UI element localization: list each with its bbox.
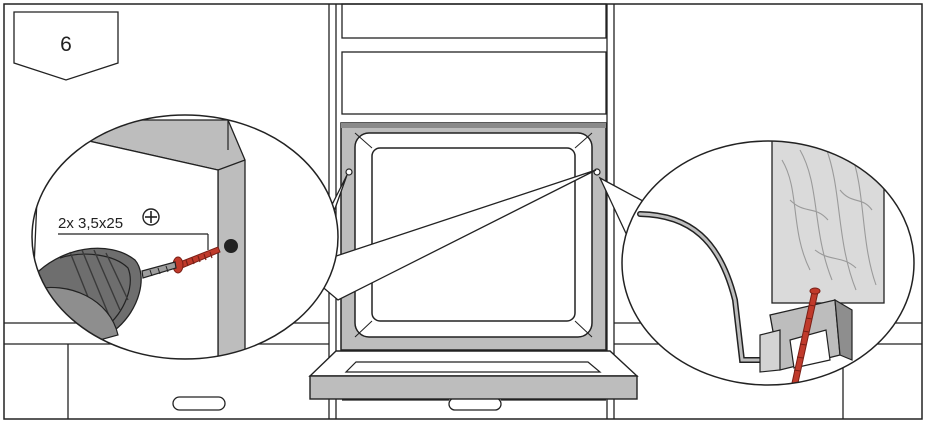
built-in-oven-icon (308, 122, 639, 400)
frame-screw-hole (224, 239, 238, 253)
left-detail-callout: 2x 3,5x25 (31, 114, 339, 360)
step-badge: 6 (13, 11, 119, 81)
screw-icon (172, 246, 221, 274)
left-screw-hole (345, 168, 353, 176)
step-number: 6 (60, 33, 72, 56)
long-screw-icon (789, 287, 821, 385)
phillips-screwdriver-icon (142, 208, 160, 226)
screw-spec-label: 2x 3,5x25 (58, 215, 123, 232)
